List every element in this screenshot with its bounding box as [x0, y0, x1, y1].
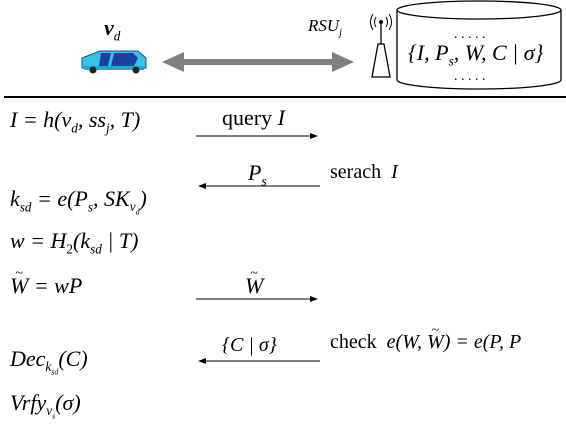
- rsu-antenna-icon: [370, 13, 392, 78]
- shared-key-equation: ksd = e(Ps, SKvd): [10, 186, 147, 218]
- w-hash-equation: w = H2(ksd | T): [10, 228, 139, 257]
- header-illustration: [81, 0, 562, 90]
- communication-arrow: [162, 52, 354, 72]
- check-pairing-label: check e(W, ~W) = e(P, P: [330, 323, 522, 353]
- ps-arrow: [198, 183, 320, 189]
- query-message-label: query I: [222, 105, 285, 130]
- ciphertext-arrow: [198, 358, 320, 364]
- ps-message-label: Ps: [248, 160, 267, 189]
- identity-hash-equation: I = h(vd, ssj, T): [10, 107, 141, 136]
- db-tuple: {I, Ps, W, C | σ}: [408, 40, 544, 69]
- verify-equation: Vrfyvs(σ): [10, 390, 81, 422]
- database-cylinder-icon: [396, 0, 562, 90]
- ciphertext-signature-label: {C | σ}: [222, 334, 277, 356]
- db-dots-top: . . . . .: [454, 27, 486, 42]
- decrypt-equation: Decksd(C): [10, 346, 88, 378]
- vehicle-label: vd: [104, 15, 121, 44]
- query-arrow: [196, 133, 318, 139]
- db-dots-bottom: . . . . .: [454, 69, 486, 84]
- w-tilde-arrow: [196, 296, 318, 302]
- search-step-label: serach I: [330, 161, 398, 183]
- w-tilde-message-label: ~W: [245, 266, 264, 298]
- header-divider: [4, 96, 566, 98]
- w-tilde-equation: ~W = wP: [10, 266, 83, 298]
- rsu-label: RSUj: [308, 16, 343, 39]
- vehicle-icon: [81, 50, 147, 74]
